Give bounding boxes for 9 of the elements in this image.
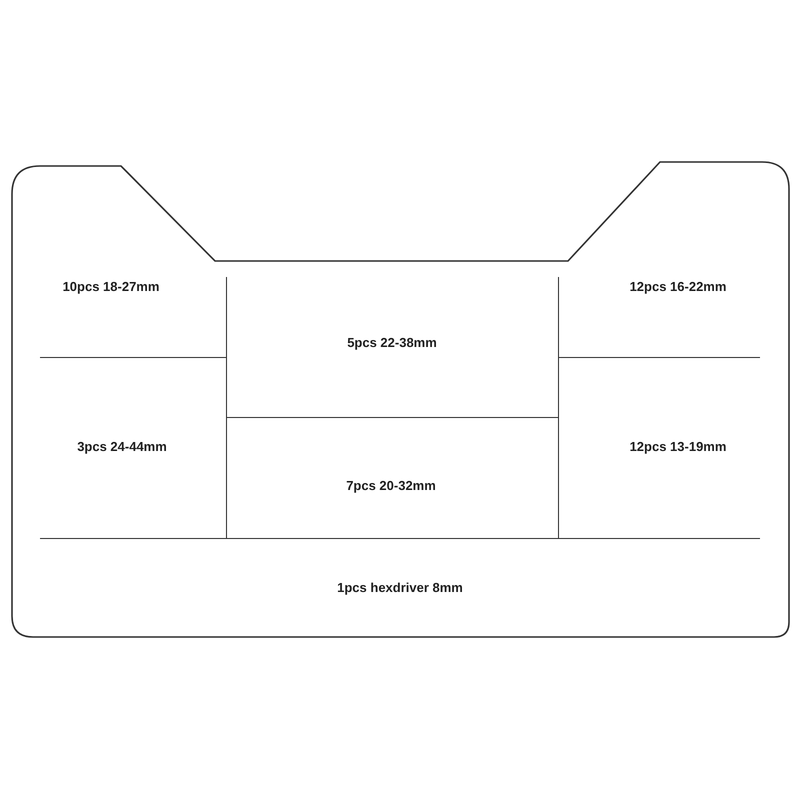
compartment bbox=[226, 277, 559, 418]
compartment-label: 12pcs 16-22mm bbox=[630, 279, 726, 295]
compartment-label: 10pcs 18-27mm bbox=[62, 279, 160, 295]
compartment bbox=[226, 418, 559, 539]
compartment-label: 5pcs 22-38mm bbox=[347, 335, 437, 351]
compartment-label: 12pcs 13-19mm bbox=[630, 439, 726, 455]
compartment-label: 7pcs 20-32mm bbox=[346, 478, 436, 494]
compartment-label: 3pcs 24-44mm bbox=[77, 439, 167, 455]
compartment-label: 1pcs hexdriver 8mm bbox=[337, 580, 463, 596]
